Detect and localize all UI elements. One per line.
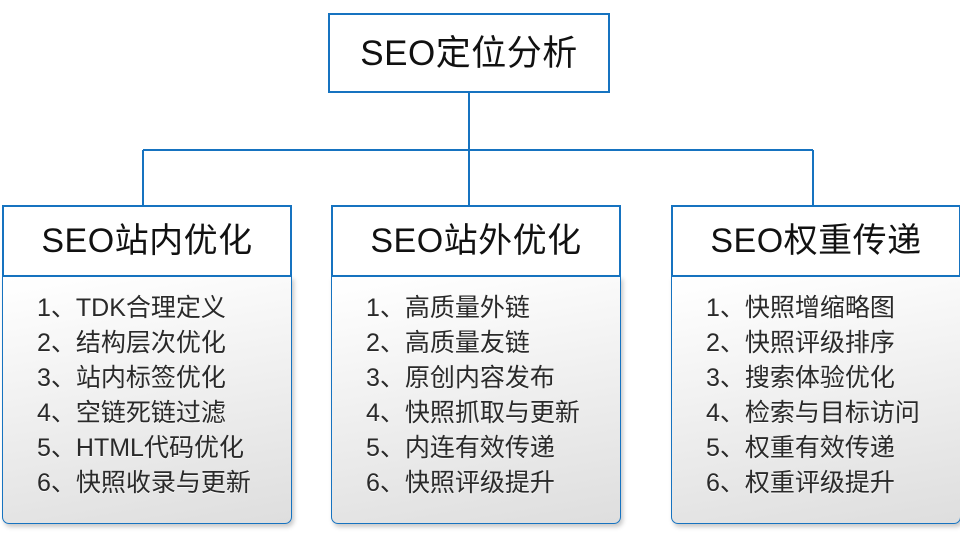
branch-header-2[interactable]: SEO站外优化 (331, 205, 621, 277)
branch-item-list-3: 1、快照增缩略图 2、快照评级排序 3、搜索体验优化 4、检索与目标访问 5、权… (672, 291, 960, 501)
root-node[interactable]: SEO定位分析 (328, 13, 610, 93)
branch-body-2: 1、高质量外链 2、高质量友链 3、原创内容发布 4、快照抓取与更新 5、内连有… (331, 276, 621, 524)
list-item: 6、快照收录与更新 (37, 469, 251, 497)
branch-title-1: SEO站内优化 (41, 222, 253, 260)
list-item: 3、搜索体验优化 (706, 364, 895, 392)
list-item: 2、结构层次优化 (37, 329, 226, 357)
list-item: 3、原创内容发布 (366, 364, 555, 392)
list-item: 4、空链死链过滤 (37, 399, 226, 427)
branch-item-list-1: 1、TDK合理定义 2、结构层次优化 3、站内标签优化 4、空链死链过滤 5、H… (3, 291, 291, 501)
list-item: 2、快照评级排序 (706, 329, 895, 357)
list-item: 3、站内标签优化 (37, 364, 226, 392)
branch-item-list-2: 1、高质量外链 2、高质量友链 3、原创内容发布 4、快照抓取与更新 5、内连有… (332, 291, 620, 501)
branch-column-3: SEO权重传递 1、快照增缩略图 2、快照评级排序 3、搜索体验优化 4、检索与… (671, 205, 960, 524)
list-item: 5、权重有效传递 (706, 434, 895, 462)
list-item: 1、高质量外链 (366, 294, 530, 322)
branch-title-3: SEO权重传递 (710, 222, 922, 260)
list-item: 6、快照评级提升 (366, 469, 555, 497)
root-node-label: SEO定位分析 (360, 33, 578, 73)
list-item: 2、高质量友链 (366, 329, 530, 357)
list-item: 1、TDK合理定义 (37, 294, 226, 322)
branch-title-2: SEO站外优化 (370, 222, 582, 260)
list-item: 1、快照增缩略图 (706, 294, 895, 322)
branch-header-1[interactable]: SEO站内优化 (2, 205, 292, 277)
list-item: 6、权重评级提升 (706, 469, 895, 497)
list-item: 5、内连有效传递 (366, 434, 555, 462)
list-item: 4、检索与目标访问 (706, 399, 920, 427)
branch-header-3[interactable]: SEO权重传递 (671, 205, 960, 277)
branch-column-2: SEO站外优化 1、高质量外链 2、高质量友链 3、原创内容发布 4、快照抓取与… (331, 205, 621, 524)
list-item: 4、快照抓取与更新 (366, 399, 580, 427)
list-item: 5、HTML代码优化 (37, 434, 244, 462)
branch-body-1: 1、TDK合理定义 2、结构层次优化 3、站内标签优化 4、空链死链过滤 5、H… (2, 276, 292, 524)
branch-body-3: 1、快照增缩略图 2、快照评级排序 3、搜索体验优化 4、检索与目标访问 5、权… (671, 276, 960, 524)
branch-column-1: SEO站内优化 1、TDK合理定义 2、结构层次优化 3、站内标签优化 4、空链… (2, 205, 292, 524)
